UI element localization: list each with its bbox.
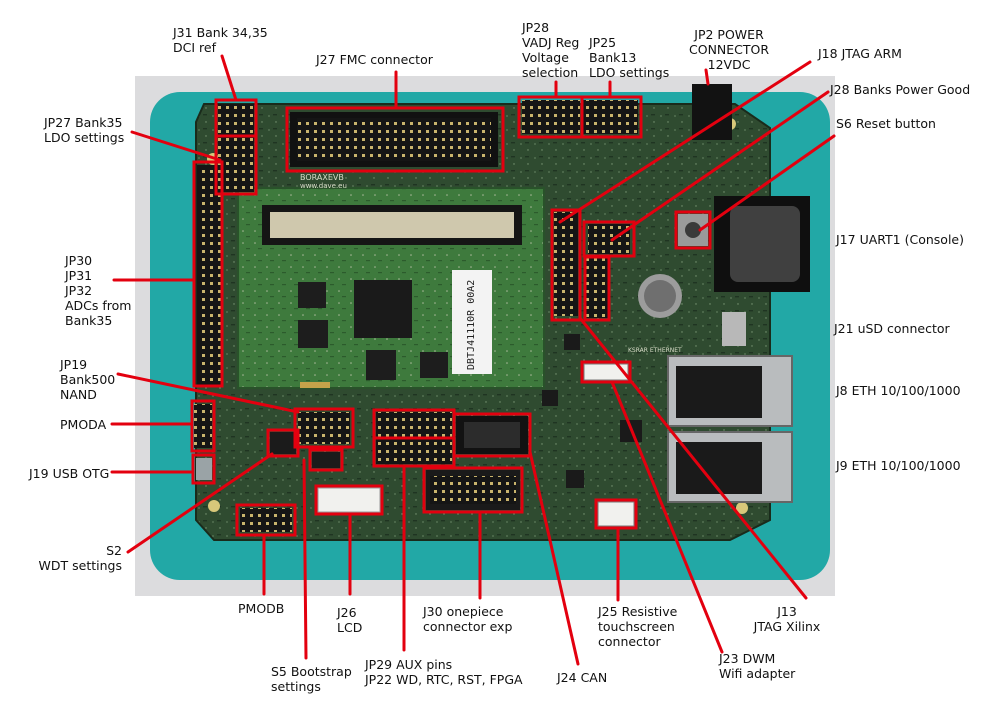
highlight-pmoda: [190, 399, 216, 453]
label-s6: S6 Reset button: [836, 116, 936, 131]
leader-j23: [610, 380, 724, 654]
som-label-sticker: [452, 270, 492, 374]
label-jp30: JP30 JP31 JP32 ADCs from Bank35: [65, 253, 132, 328]
leader-jp19: [116, 372, 300, 414]
board-brand: BORAXEVB: [300, 173, 344, 182]
leader-j24: [528, 450, 580, 666]
label-j23: J23 DWM Wifi adapter: [719, 651, 796, 681]
highlight-j23: [580, 360, 632, 384]
highlight-jp27: [214, 134, 258, 196]
label-jp2: JP2 POWER CONNECTOR 12VDC: [689, 27, 770, 72]
label-j17: J17 UART1 (Console): [836, 232, 964, 247]
label-j21: J21 uSD connector: [834, 321, 950, 336]
label-pmoda: PMODA: [60, 417, 107, 432]
label-j25: J25 Resistive touchscreen connector: [598, 604, 678, 649]
power-jack: [692, 84, 732, 140]
highlight-j25: [594, 498, 638, 530]
label-jp19: JP19 Bank500 NAND: [60, 357, 116, 402]
leader-lines: [110, 54, 836, 666]
label-j30: J30 onepiece connector exp: [423, 604, 513, 634]
highlight-pmodb: [235, 503, 297, 537]
label-jp28: JP28 VADJ Reg Voltage selection: [522, 20, 580, 80]
board-url: www.dave.eu: [300, 182, 347, 190]
label-s2: S2 WDT settings: [38, 543, 122, 573]
highlight-j19: [191, 453, 216, 485]
label-j26: J26 LCD: [337, 605, 363, 635]
leader-s2: [126, 452, 274, 554]
label-pmodb: PMODB: [238, 601, 285, 616]
label-j27: J27 FMC connector: [316, 52, 433, 67]
label-j13: J13 JTAG Xilinx: [753, 604, 821, 634]
label-j31: J31 Bank 34,35 DCI ref: [173, 25, 268, 55]
leader-jp27: [130, 130, 222, 162]
label-jp25: JP25 Bank13 LDO settings: [589, 35, 670, 80]
leader-j13: [578, 316, 808, 600]
highlight-s6: [674, 210, 712, 250]
label-jp29: JP29 AUX pins JP22 WD, RTC, RST, FPGA: [365, 657, 523, 687]
highlight-j30: [422, 466, 524, 514]
som-cpu: [354, 280, 412, 338]
label-jp27: JP27 Bank35 LDO settings: [44, 115, 125, 145]
som-label-text: DBTJ41110R 00A2: [466, 280, 477, 370]
label-j19: J19 USB OTG: [29, 466, 110, 481]
leader-s5: [302, 458, 308, 660]
label-j18: J18 JTAG ARM: [818, 46, 902, 61]
label-j28: J28 Banks Power Good: [830, 82, 971, 97]
leader-jp2: [704, 68, 710, 86]
leader-j18: [558, 60, 812, 224]
highlight-s2: [266, 428, 300, 458]
label-j24: J24 CAN: [557, 670, 608, 685]
highlight-j13: [550, 208, 582, 322]
adc-header: [197, 165, 221, 385]
label-j8: J8 ETH 10/100/1000: [836, 383, 961, 398]
label-s5: S5 Bootstrap settings: [271, 664, 352, 694]
label-j9: J9 ETH 10/100/1000: [836, 458, 961, 473]
highlight-j28: [583, 255, 611, 322]
leader-s6: [698, 134, 836, 232]
highlight-s5: [308, 448, 344, 472]
leader-j31: [220, 54, 238, 102]
eth-print: KSRAR ETHERNET: [628, 347, 682, 354]
highlight-j24: [452, 412, 532, 458]
leader-j28: [610, 90, 830, 242]
highlight-jp19: [293, 407, 355, 449]
highlight-jp30: [192, 160, 224, 388]
